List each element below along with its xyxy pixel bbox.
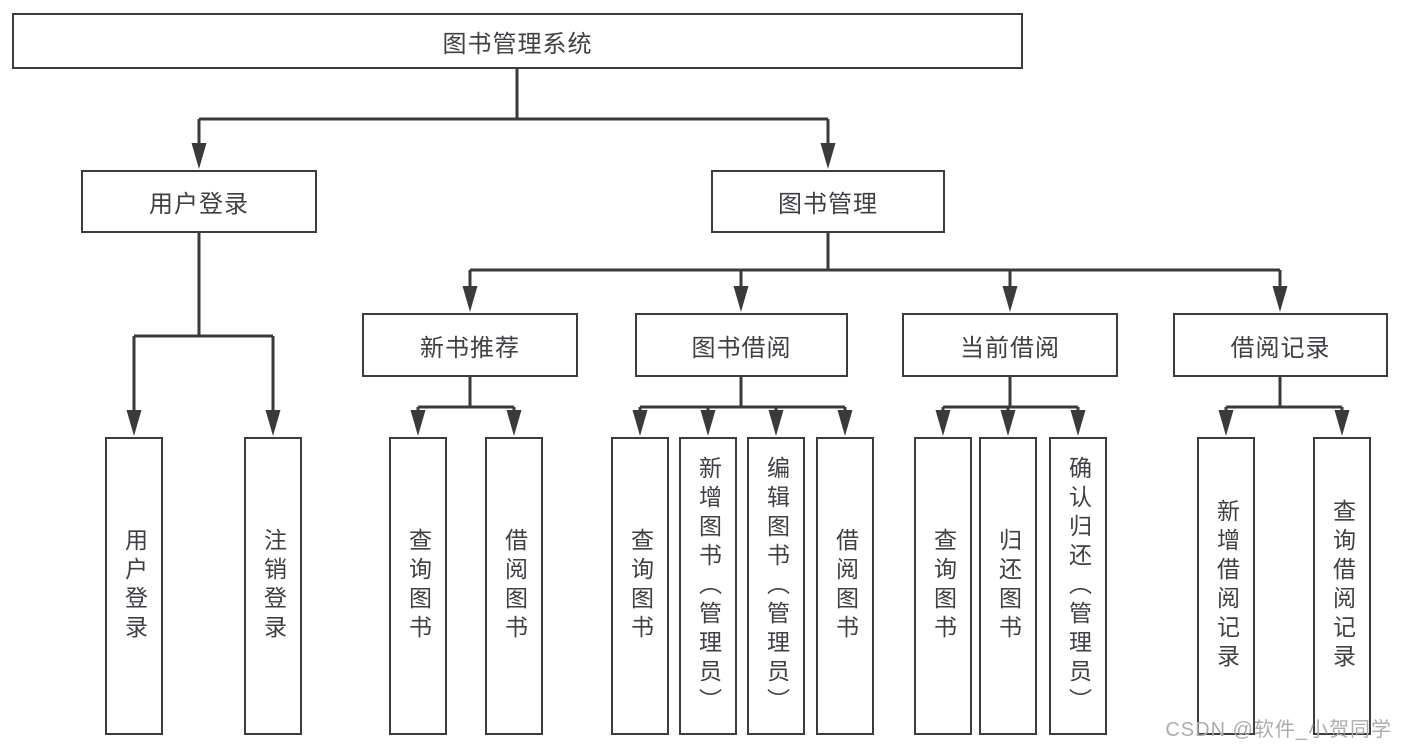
arrowhead-icon: [462, 286, 478, 312]
connector-path: [132, 232, 275, 418]
connector-path: [468, 232, 1282, 294]
leaf-bb-add-books-admin: 新增图书（管理员）: [679, 437, 737, 735]
arrowhead-icon: [1002, 286, 1018, 312]
leaf-cb-query-books: 查询图书: [914, 437, 972, 735]
arrowhead-icon: [1070, 410, 1086, 436]
node-new-book-recommend: 新书推荐: [362, 313, 578, 377]
arrowhead-icon: [1218, 410, 1234, 436]
arrowhead-icon: [1272, 286, 1288, 312]
arrowhead-icon: [768, 410, 784, 436]
leaf-cb-return-books: 归还图书: [979, 437, 1037, 735]
connector-path: [197, 68, 830, 151]
leaf-cb-confirm-return-admin: 确认归还（管理员）: [1049, 437, 1107, 735]
leaf-bb-borrow-books: 借阅图书: [816, 437, 874, 735]
leaf-bb-edit-books-admin: 编辑图书（管理员）: [747, 437, 805, 735]
arrowhead-icon: [410, 410, 426, 436]
arrowhead-icon: [1000, 410, 1016, 436]
node-book-borrowing: 图书借阅: [635, 313, 848, 377]
leaf-nbr-borrow-books: 借阅图书: [485, 437, 543, 735]
node-current-borrowing: 当前借阅: [902, 313, 1118, 377]
arrowhead-icon: [126, 410, 142, 436]
arrowhead-icon: [632, 410, 648, 436]
connector-path: [416, 376, 516, 418]
leaf-user-login: 用户登录: [105, 437, 163, 735]
arrowhead-icon: [733, 286, 749, 312]
leaf-br-add-record: 新增借阅记录: [1197, 437, 1255, 735]
csdn-watermark: CSDN @软件_小贺同学: [1165, 719, 1392, 741]
arrowhead-icon: [506, 410, 522, 436]
node-system-root: 图书管理系统: [12, 13, 1023, 69]
arrowhead-icon: [191, 143, 207, 169]
leaf-logout: 注销登录: [244, 437, 302, 735]
leaf-bb-query-books: 查询图书: [611, 437, 669, 735]
leaf-br-query-record: 查询借阅记录: [1313, 437, 1371, 735]
arrowhead-icon: [837, 410, 853, 436]
node-user-login: 用户登录: [81, 170, 317, 233]
leaf-nbr-query-books: 查询图书: [389, 437, 447, 735]
arrowhead-icon: [935, 410, 951, 436]
arrowhead-icon: [820, 143, 836, 169]
node-book-management: 图书管理: [711, 170, 945, 233]
arrowhead-icon: [265, 410, 281, 436]
arrowhead-icon: [1334, 410, 1350, 436]
connector-path: [1224, 376, 1344, 418]
arrowhead-icon: [700, 410, 716, 436]
connector-path: [638, 376, 847, 418]
node-borrowing-records: 借阅记录: [1173, 313, 1388, 377]
